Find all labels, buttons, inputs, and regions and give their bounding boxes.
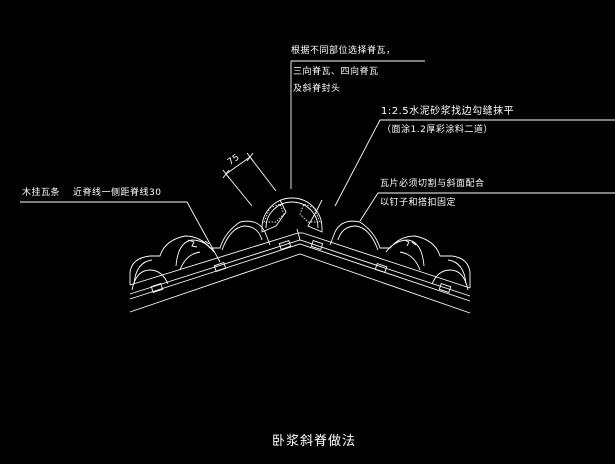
roof-tiles-right	[329, 220, 471, 291]
ridge-tile-note-3: 及斜脊封头	[293, 84, 341, 94]
tile-battens	[150, 240, 452, 293]
mortar-note-2: （面涂1.2厚彩涂料二道）	[382, 125, 493, 135]
ridge-tile	[261, 197, 323, 233]
dimension-75	[222, 152, 277, 207]
ridge-tile-note-1: 根据不同部位选择脊瓦，	[291, 46, 396, 56]
roof-slope-layers	[129, 228, 471, 314]
tile-cut-note-1: 瓦片必须切割与斜面配合	[380, 179, 485, 189]
ridge-tile-note-2: 三向脊瓦、四向脊瓦	[293, 67, 379, 77]
mortar-note-1: 1:2.5水泥砂浆找边勾缝抹平	[381, 106, 515, 117]
batten-note: 近脊线一侧距脊线30	[73, 188, 162, 198]
leader-lines	[20, 60, 615, 263]
tile-cut-note-2: 以钉子和搭扣固定	[380, 198, 457, 208]
drawing-title: 卧浆斜脊做法	[272, 434, 357, 449]
roof-tiles-left	[129, 220, 271, 291]
batten-label: 木挂瓦条	[22, 188, 61, 198]
